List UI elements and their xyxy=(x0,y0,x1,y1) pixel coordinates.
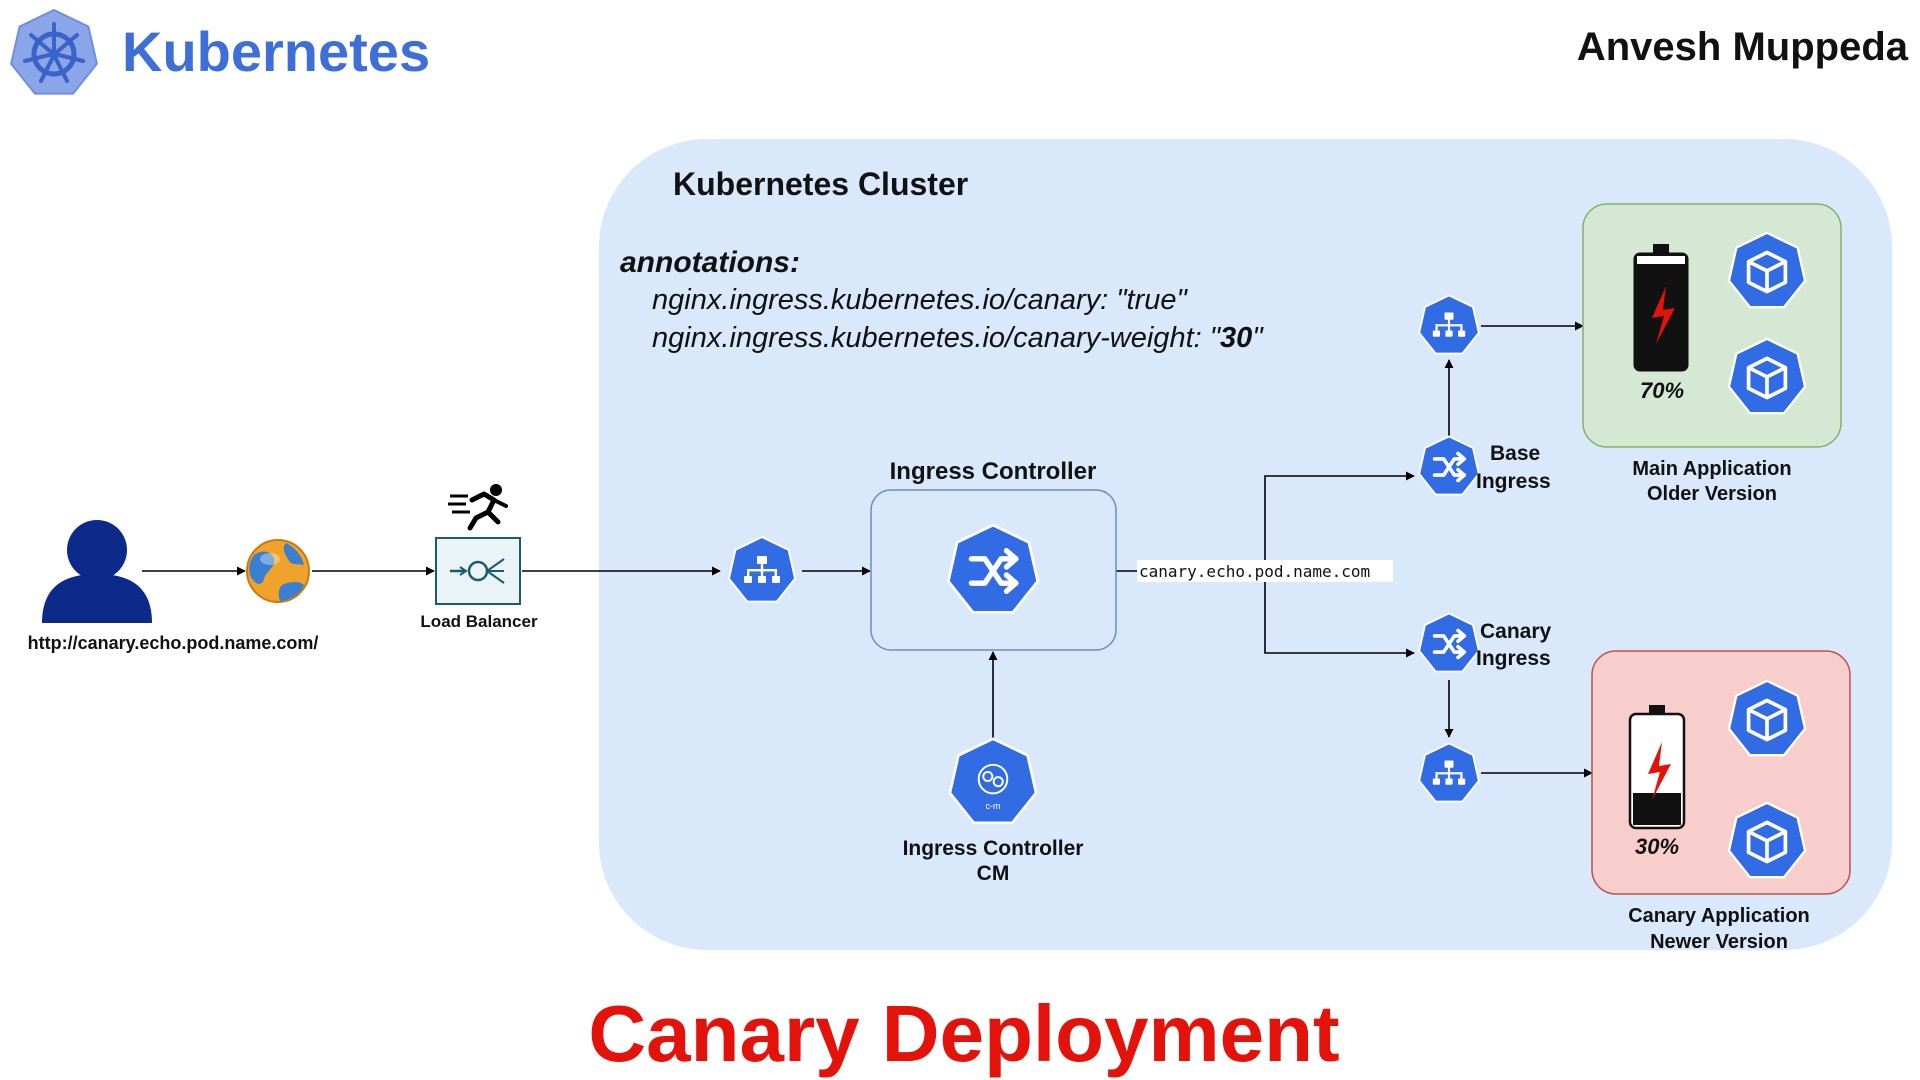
base-ingress-label-line1: Base xyxy=(1490,442,1540,465)
configmap-label-line2: CM xyxy=(977,862,1010,885)
annotation-weight-suffix: " xyxy=(1252,322,1264,354)
ingress-controller-label: Ingress Controller xyxy=(890,458,1097,485)
canary-battery-icon xyxy=(1628,705,1686,830)
main-application-box xyxy=(1582,203,1842,448)
canary-app-label-line2: Newer Version xyxy=(1650,931,1788,953)
ingress-host-label: canary.echo.pod.name.com xyxy=(1139,562,1370,581)
diagram-title: Canary Deployment xyxy=(588,989,1339,1078)
canary-traffic-percent: 30% xyxy=(1635,834,1679,859)
canary-ingress-label-line2: Ingress xyxy=(1476,647,1551,670)
connector-lines xyxy=(142,321,1593,778)
configmap-icon-text: c-m xyxy=(985,801,1000,811)
configmap-label-line1: Ingress Controller xyxy=(903,837,1084,860)
annotation-canary-weight: nginx.ingress.kubernetes.io/canary-weigh… xyxy=(652,322,1264,354)
kubernetes-logo-icon xyxy=(10,8,98,95)
annotations-label: annotations: xyxy=(620,246,800,279)
main-app-label-line2: Older Version xyxy=(1647,483,1777,505)
canary-app-label-line1: Canary Application xyxy=(1628,905,1810,927)
load-balancer-icon xyxy=(435,537,521,605)
client-url: http://canary.echo.pod.name.com/ xyxy=(28,633,319,653)
annotation-canary: nginx.ingress.kubernetes.io/canary: "tru… xyxy=(652,284,1189,316)
globe-icon xyxy=(246,539,310,603)
base-ingress-label-line2: Ingress xyxy=(1476,470,1551,493)
cluster-title: Kubernetes Cluster xyxy=(673,166,968,202)
edge-to-base-ingress xyxy=(1264,471,1415,571)
configmap-icon: c-m xyxy=(948,737,1038,825)
main-battery-icon xyxy=(1633,244,1689,372)
main-app-label-line1: Main Application xyxy=(1632,458,1791,480)
edge-to-canary-ingress xyxy=(1264,571,1415,658)
annotation-weight-value: 30 xyxy=(1220,322,1252,354)
kubernetes-cluster-container xyxy=(599,139,1892,950)
canary-ingress-label-line1: Canary xyxy=(1480,620,1552,643)
main-battery-empty xyxy=(1637,256,1685,264)
brand-title: Kubernetes xyxy=(122,20,430,83)
host-label-bg xyxy=(1137,560,1393,582)
author-name: Anvesh Muppeda xyxy=(1577,25,1909,69)
running-person-icon xyxy=(448,484,508,531)
annotation-weight-prefix: nginx.ingress.kubernetes.io/canary-weigh… xyxy=(652,322,1222,354)
main-traffic-percent: 70% xyxy=(1640,378,1684,403)
canary-battery-fill xyxy=(1633,793,1681,825)
user-icon xyxy=(42,520,152,623)
load-balancer-label: Load Balancer xyxy=(420,612,538,631)
